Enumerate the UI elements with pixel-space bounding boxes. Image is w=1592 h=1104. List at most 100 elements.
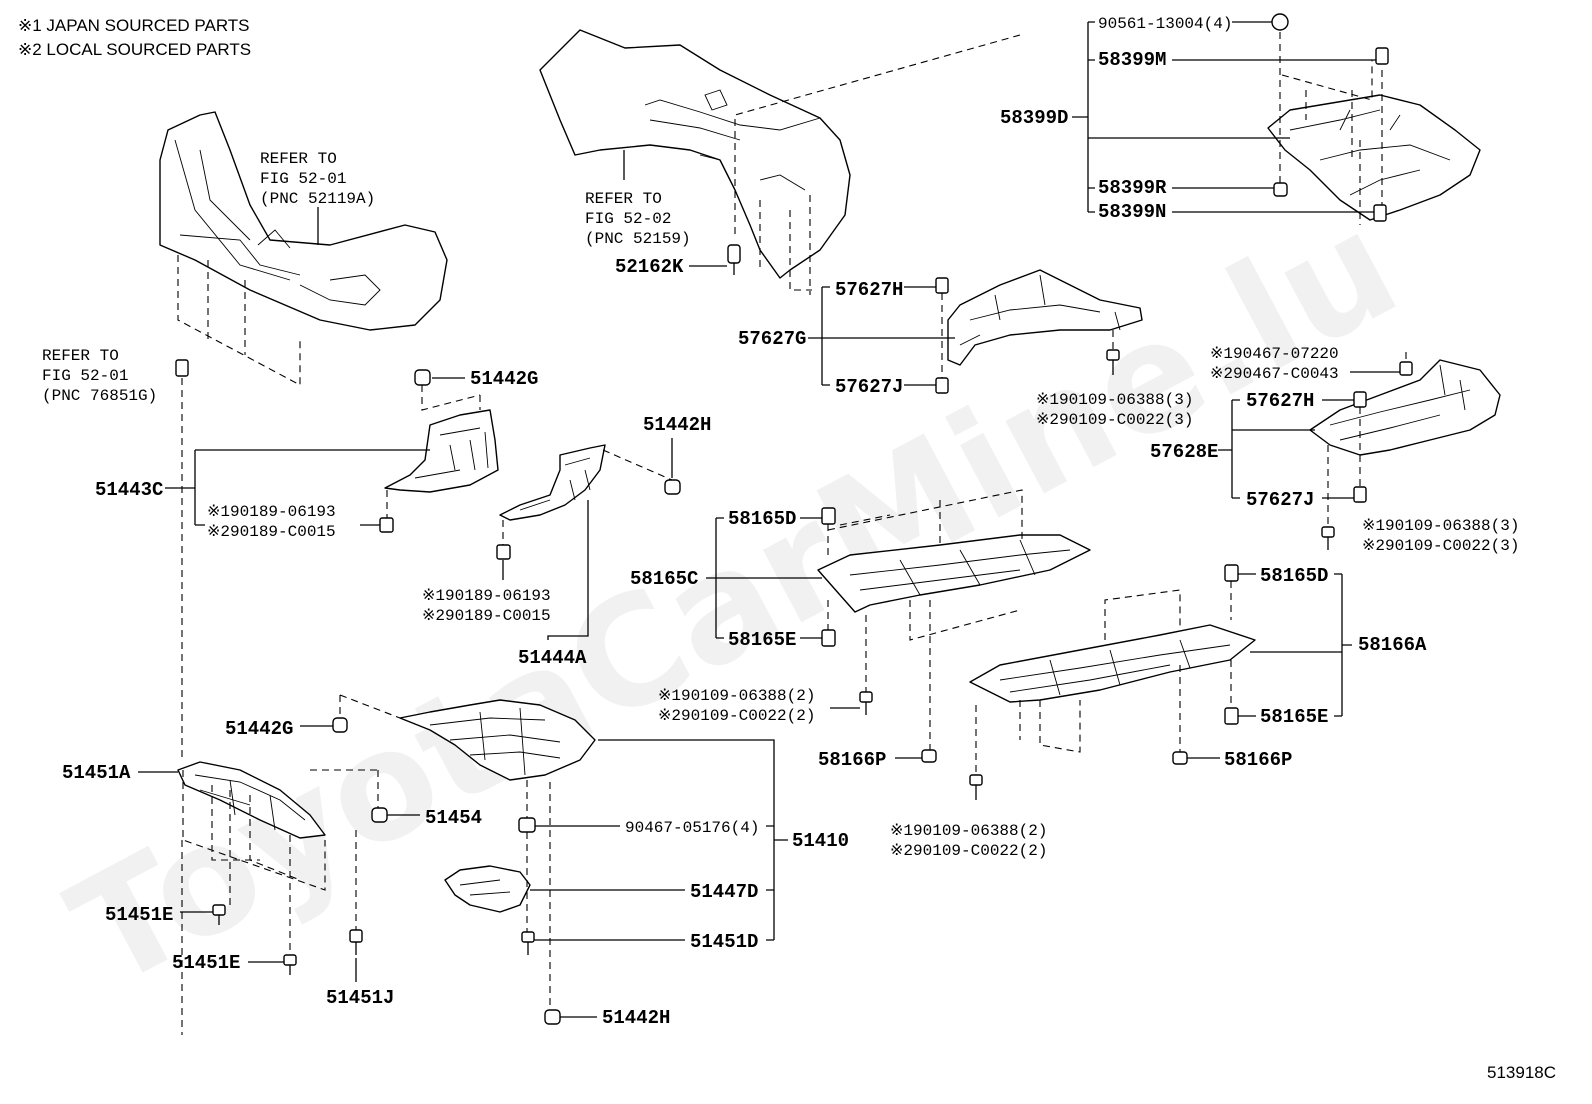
- label-90467-05176: 90467-05176(4): [625, 819, 759, 837]
- label-190109-06388-a: ※190109-06388(3): [1036, 391, 1193, 409]
- label-51451E-b: 51451E: [172, 952, 240, 974]
- label-58399D: 58399D: [1000, 107, 1068, 129]
- label-57627H-a: 57627H: [835, 279, 903, 301]
- part-58165C: [817, 534, 1091, 613]
- part-51447D: [444, 865, 531, 913]
- label-57627J-a: 57627J: [835, 376, 903, 398]
- svg-text:(PNC 52119A): (PNC 52119A): [260, 190, 375, 208]
- label-51443C: 51443C: [95, 479, 163, 501]
- bolt-51451E-b: [283, 954, 297, 975]
- part-51451A: [177, 761, 326, 839]
- label-58165E-b: 58165E: [1260, 706, 1328, 728]
- label-52162K: 52162K: [615, 256, 684, 278]
- bolt-51451J: [349, 929, 363, 955]
- label-290109-C0022-d: ※290109-C0022(2): [890, 842, 1047, 860]
- nut-90561: [1271, 13, 1289, 31]
- part-51410: [399, 699, 596, 781]
- part-51443C: [384, 409, 499, 493]
- label-51454: 51454: [425, 807, 482, 829]
- label-58166A: 58166A: [1358, 634, 1427, 656]
- label-190467-07220: ※190467-07220: [1210, 345, 1339, 363]
- rear-bumper-reference: REFER TO FIG 52-02 (PNC 52159): [585, 150, 691, 248]
- label-58166P-b: 58166P: [1224, 749, 1292, 771]
- label-290189-C0015-b: ※290189-C0015: [422, 607, 551, 625]
- label-57627G: 57627G: [738, 328, 806, 350]
- front-bumper-reference: REFER TO FIG 52-01 (PNC 52119A): [260, 150, 375, 245]
- label-51444A: 51444A: [518, 647, 587, 669]
- part-57628E: [1309, 359, 1501, 456]
- label-190109-06388-c: ※190109-06388(2): [658, 687, 815, 705]
- label-51442H-a: 51442H: [643, 414, 711, 436]
- figure-id: 513918C: [1487, 1063, 1556, 1082]
- label-51442H-b: 51442H: [602, 1007, 670, 1029]
- clip-58399N: [1373, 204, 1387, 222]
- label-57627H-b: 57627H: [1246, 390, 1314, 412]
- clip-57627H-b: [1353, 391, 1367, 408]
- note-local-sourced: ※2 LOCAL SOURCED PARTS: [18, 40, 251, 59]
- clip-58165E-a: [821, 629, 836, 647]
- clip-57627H-a: [935, 277, 949, 294]
- label-57628E: 57628E: [1150, 441, 1218, 463]
- label-290189-C0015-a: ※290189-C0015: [207, 523, 336, 541]
- label-51451E-a: 51451E: [105, 904, 173, 926]
- label-290109-C0022-c: ※290109-C0022(2): [658, 707, 815, 725]
- svg-text:FIG 52-02: FIG 52-02: [585, 210, 671, 228]
- part-58166A: [969, 624, 1256, 703]
- clip-51442H-a: [664, 479, 681, 495]
- label-58166P-a: 58166P: [818, 749, 886, 771]
- bolt-190109-a: [1106, 349, 1120, 375]
- nut-58166P-b: [1172, 751, 1188, 765]
- label-51451A: 51451A: [62, 762, 131, 784]
- label-51447D: 51447D: [690, 881, 758, 903]
- label-58399M: 58399M: [1098, 49, 1166, 71]
- front-bumper-cover: [159, 111, 448, 331]
- label-58165D-b: 58165D: [1260, 565, 1328, 587]
- part-57627G: [947, 269, 1143, 366]
- svg-text:FIG 52-01: FIG 52-01: [260, 170, 346, 188]
- clip-190189-b: [496, 544, 511, 560]
- clip-51442H-b: [544, 1009, 561, 1025]
- label-58399N: 58399N: [1098, 201, 1166, 223]
- part-51444A: [499, 444, 606, 521]
- label-58165D-a: 58165D: [728, 508, 796, 530]
- clip-190467: [1399, 361, 1413, 376]
- bolt-190109-b: [1321, 526, 1335, 550]
- label-90561-13004: 90561-13004(4): [1098, 15, 1232, 33]
- label-290109-C0022-a: ※290109-C0022(3): [1036, 411, 1193, 429]
- bolt-190109-c: [859, 691, 873, 715]
- label-57627J-b: 57627J: [1246, 489, 1314, 511]
- label-51442G-b: 51442G: [225, 718, 293, 740]
- label-190189-06193-a: ※190189-06193: [207, 503, 336, 521]
- clip-58165D-b: [1224, 564, 1239, 582]
- nut-90467: [518, 817, 536, 833]
- bolt-190109-d: [969, 774, 983, 800]
- label-190109-06388-d: ※190109-06388(2): [890, 822, 1047, 840]
- svg-text:(PNC 52159): (PNC 52159): [585, 230, 691, 248]
- bolt-51451E-a: [212, 904, 226, 925]
- label-51410: 51410: [792, 830, 849, 852]
- svg-text:REFER TO: REFER TO: [42, 347, 119, 365]
- nut-58166P-a: [921, 749, 937, 763]
- clip-58399M: [1375, 47, 1389, 65]
- label-58165C: 58165C: [630, 568, 698, 590]
- svg-text:REFER TO: REFER TO: [585, 190, 662, 208]
- clip-51442G-a: [414, 369, 431, 386]
- clip-58165E-b: [1224, 707, 1239, 725]
- part-58399D: [1267, 94, 1481, 221]
- note-japan-sourced: ※1 JAPAN SOURCED PARTS: [18, 16, 250, 35]
- clip-190189-a: [379, 517, 394, 533]
- clip-57627J-a: [935, 377, 949, 394]
- label-190109-06388-b: ※190109-06388(3): [1362, 517, 1519, 535]
- label-51451D: 51451D: [690, 931, 758, 953]
- label-58165E-a: 58165E: [728, 629, 796, 651]
- clip-51454: [371, 807, 388, 823]
- label-58399R: 58399R: [1098, 177, 1167, 199]
- clip-51442G-b: [332, 717, 348, 733]
- label-51442G-a: 51442G: [470, 368, 538, 390]
- label-51451J: 51451J: [326, 987, 394, 1009]
- label-190189-06193-b: ※190189-06193: [422, 587, 551, 605]
- svg-text:FIG 52-01: FIG 52-01: [42, 367, 128, 385]
- clip-52162K: [727, 244, 741, 275]
- clip-57627J-b: [1353, 486, 1367, 503]
